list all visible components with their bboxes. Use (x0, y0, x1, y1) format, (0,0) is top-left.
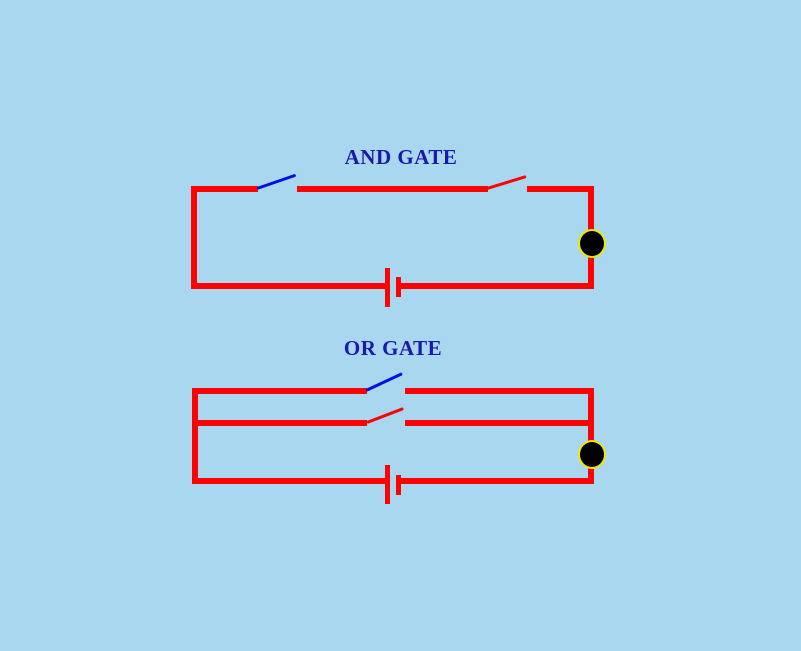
or-branch-2-right-segment (405, 420, 594, 426)
or-gate-title: OR GATE (343, 336, 443, 360)
and-bulb-icon (578, 229, 606, 258)
and-top-wire-middle-segment (297, 186, 488, 192)
and-gate-title: AND GATE (344, 145, 458, 169)
and-battery-long-plate-icon (385, 268, 390, 307)
and-top-wire-left-segment (191, 186, 258, 192)
or-right-wire (588, 388, 594, 484)
or-branch-1-left-segment (192, 388, 367, 394)
and-left-wire (191, 186, 197, 289)
and-top-wire-right-segment (527, 186, 594, 192)
and-bottom-wire-left-segment (191, 283, 385, 289)
or-battery-long-plate-icon (385, 465, 390, 504)
or-battery-short-plate-icon (396, 475, 401, 495)
or-switch-2-open-lever-icon (366, 407, 404, 424)
or-bottom-wire-left-segment (192, 478, 385, 484)
or-bottom-wire-right-segment (400, 478, 594, 484)
or-switch-1-open-lever-icon (365, 372, 403, 392)
or-branch-1-right-segment (405, 388, 594, 394)
or-bulb-icon (578, 440, 606, 469)
and-battery-short-plate-icon (396, 277, 401, 297)
and-bottom-wire-right-segment (400, 283, 594, 289)
or-branch-2-left-segment (192, 420, 367, 426)
or-left-wire (192, 388, 198, 484)
